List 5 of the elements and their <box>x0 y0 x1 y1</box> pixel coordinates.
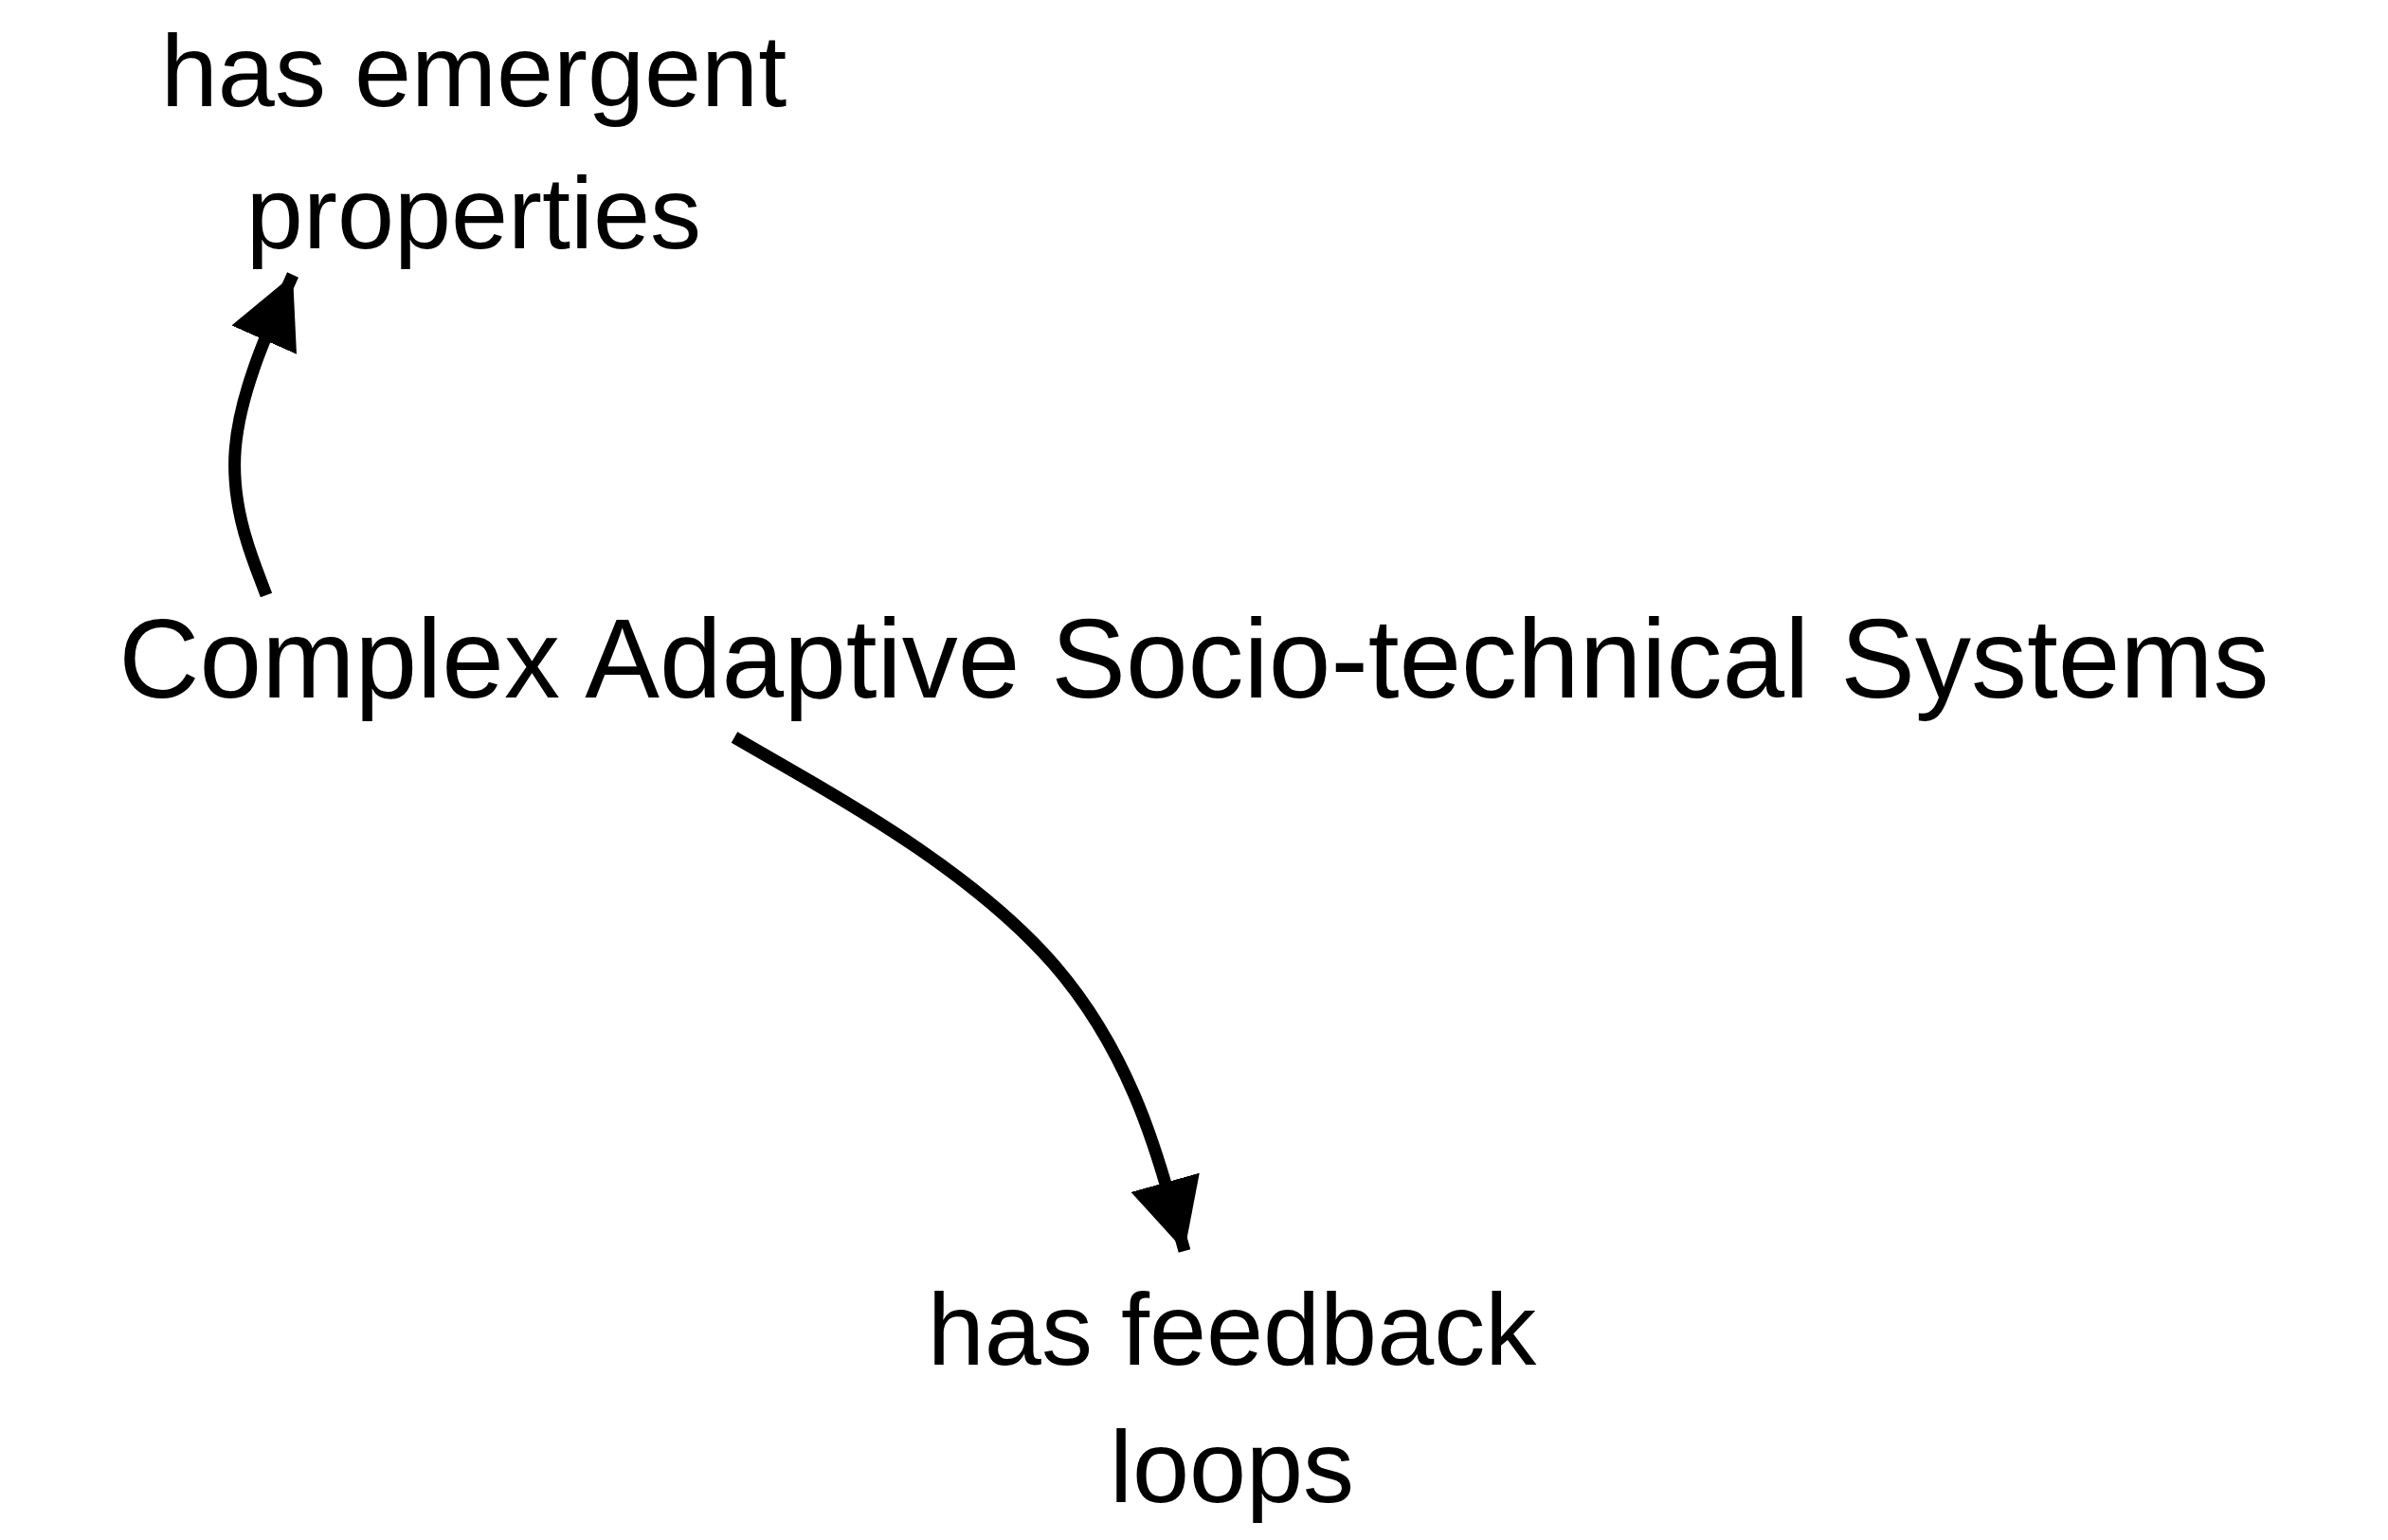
curved-arrow <box>731 732 1200 1253</box>
curved-arrow <box>228 272 298 598</box>
node-text: has feedback loops <box>926 1271 1538 1526</box>
node-text: has emergent properties <box>159 12 788 272</box>
node-text: Complex Adaptive Socio-technical Systems <box>118 595 2270 723</box>
